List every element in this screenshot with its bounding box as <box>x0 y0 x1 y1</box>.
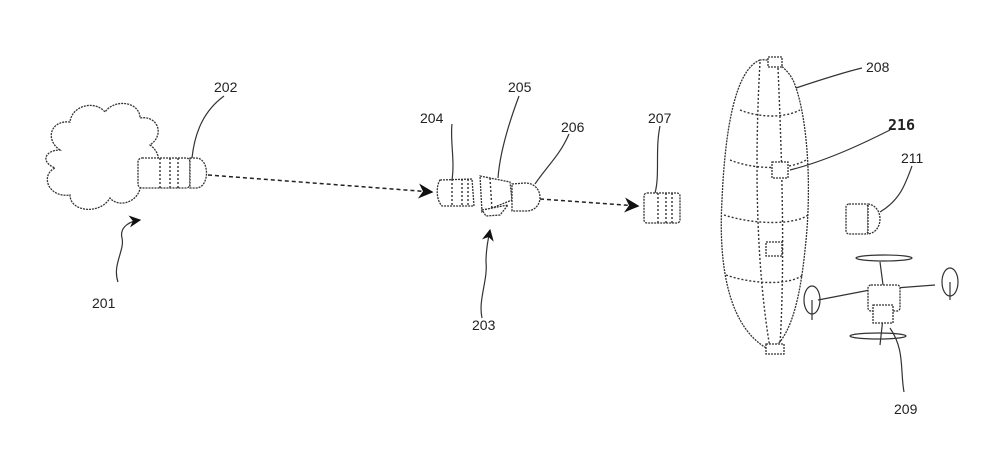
label-209: 209 <box>894 401 918 417</box>
arrow-202-to-203 <box>207 174 434 199</box>
capsule-211 <box>845 203 881 235</box>
leader-lines <box>115 67 913 393</box>
label-201: 201 <box>92 295 116 311</box>
label-205: 205 <box>508 79 532 95</box>
capsule-207 <box>643 192 681 224</box>
label-204: 204 <box>420 110 444 126</box>
drone-209 <box>803 254 959 346</box>
label-202: 202 <box>214 79 238 95</box>
capsule-202 <box>137 157 208 189</box>
label-207: 207 <box>648 110 672 126</box>
label-206: 206 <box>561 119 585 135</box>
parachute-208 <box>720 56 810 355</box>
label-211: 211 <box>901 150 924 166</box>
label-216: 216 <box>888 116 915 134</box>
label-203: 203 <box>472 317 496 333</box>
label-208: 208 <box>866 59 890 75</box>
arrow-203-to-207 <box>539 197 640 213</box>
assembly-203 <box>436 175 541 217</box>
cloud-201 <box>45 102 160 210</box>
